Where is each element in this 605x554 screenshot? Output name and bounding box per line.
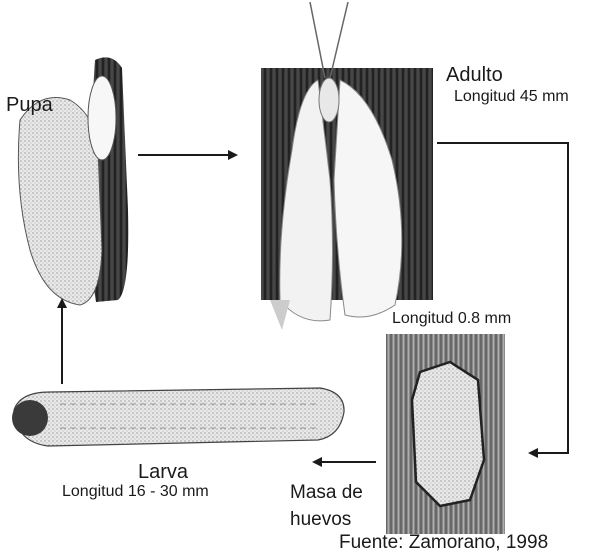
- egg-mass-label-line1: Masa de: [290, 483, 363, 502]
- adulto-length-label: Longitud 45 mm: [454, 89, 569, 105]
- larva-length-label: Longitud 16 - 30 mm: [62, 484, 209, 500]
- larva-drawing-icon: [12, 388, 344, 446]
- egg-length-label: Longitud 0.8 mm: [392, 311, 511, 327]
- egg-mass-drawing-icon: [386, 334, 505, 534]
- egg-mass-label-line2: huevos: [290, 510, 351, 529]
- source-caption: Fuente: Zamorano, 1998: [339, 533, 548, 552]
- larva-label: Larva: [138, 462, 188, 482]
- adult-moth-drawing-icon: [261, 2, 433, 330]
- adulto-label: Adulto: [446, 65, 503, 85]
- pupa-label: Pupa: [6, 95, 53, 115]
